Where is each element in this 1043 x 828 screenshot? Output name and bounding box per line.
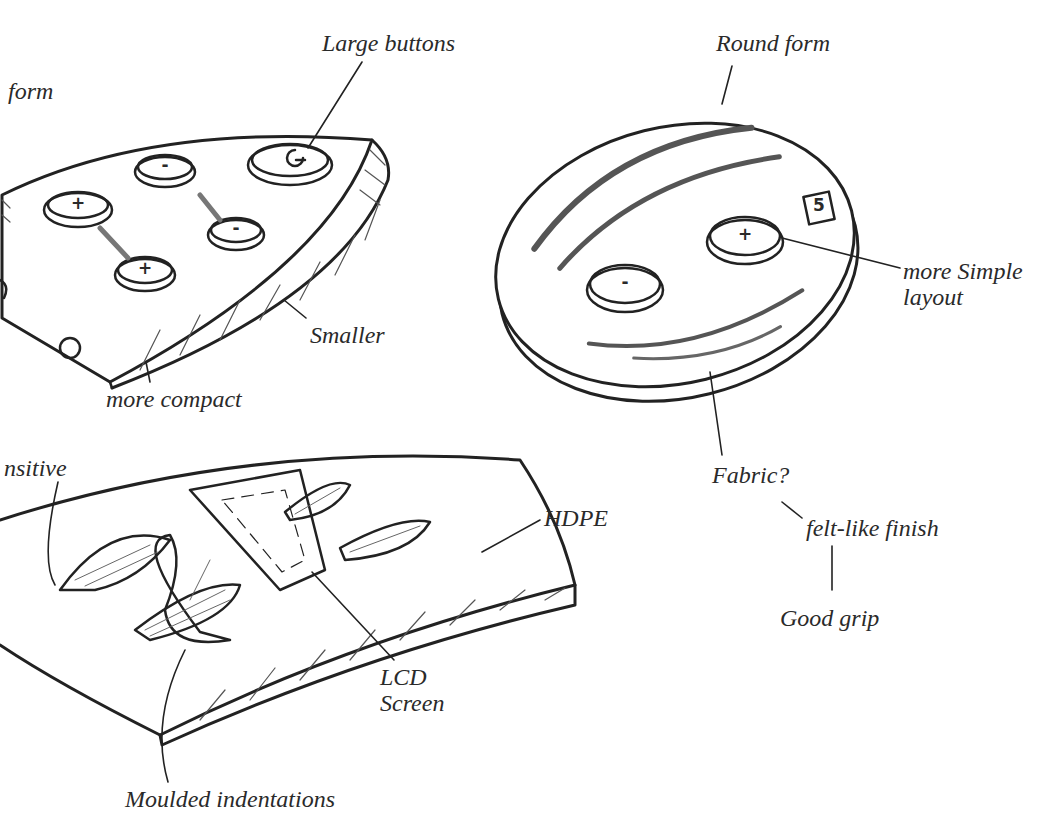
button-symbol: - bbox=[222, 219, 250, 238]
button-symbol: - bbox=[151, 156, 179, 175]
button-symbol: 5 bbox=[808, 196, 830, 215]
button-symbol: + bbox=[131, 259, 159, 278]
annotation: Large buttons bbox=[322, 30, 455, 56]
annotation: HDPE bbox=[544, 505, 608, 531]
annotation: LCD Screen bbox=[380, 664, 480, 717]
button-symbol: + bbox=[64, 194, 92, 213]
annotation: Good grip bbox=[780, 605, 879, 631]
annotation: nsitive bbox=[4, 455, 67, 481]
annotation: Moulded indentations bbox=[125, 786, 335, 812]
annotation: Smaller bbox=[310, 322, 385, 348]
button-symbol: + bbox=[731, 225, 759, 244]
annotation: more Simple layout bbox=[903, 258, 1038, 311]
annotation: Round form bbox=[716, 30, 830, 56]
annotation: Fabric? bbox=[712, 462, 789, 488]
annotation: felt-like finish bbox=[806, 515, 939, 541]
annotation: form bbox=[8, 78, 53, 104]
button-symbol: - bbox=[611, 273, 639, 292]
annotation: more compact bbox=[106, 386, 242, 412]
